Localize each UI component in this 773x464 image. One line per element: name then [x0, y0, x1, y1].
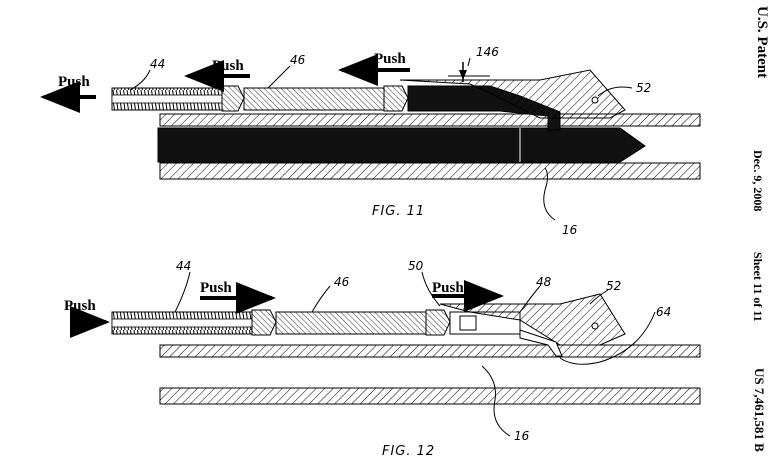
fig11-ref-16: 16 [562, 223, 578, 237]
header-sheet: Sheet 11 of 11 [751, 252, 765, 322]
fig11-caption: FIG. 11 [372, 204, 426, 219]
fig12-ref-50: 50 [408, 259, 424, 273]
fig11-drawing [40, 54, 701, 221]
fig11-ref-146: 146 [476, 45, 499, 59]
fig12-drawing [70, 271, 701, 437]
fig11-ref-44: 44 [150, 57, 165, 71]
header-patent-number: US 7,461,581 B [752, 368, 767, 452]
fig12-push-label-3: Push [432, 280, 464, 296]
header-publisher: U.S. Patent [754, 6, 770, 79]
fig11-ref-46: 46 [290, 53, 306, 67]
fig12-push-label-1: Push [64, 298, 96, 314]
fig11-push-label-2: Push [212, 58, 244, 74]
figure-drawings: Push Push Push 44 46 146 52 16 Push Push… [40, 45, 701, 443]
fig11-labels: Push Push Push 44 46 146 52 16 [58, 45, 651, 237]
fig11-push-label-1: Push [58, 74, 90, 90]
fig12-ref-16: 16 [514, 429, 530, 443]
fig12-caption: FIG. 12 [382, 444, 436, 459]
fig12-push-label-2: Push [200, 280, 232, 296]
header-date: Dec. 9, 2008 [751, 150, 765, 212]
fig11-push-label-3: Push [374, 51, 406, 67]
fig11-ref-52: 52 [636, 81, 651, 95]
fig12-ref-46: 46 [334, 275, 350, 289]
fig12-ref-48: 48 [536, 275, 552, 289]
fig12-ref-52: 52 [606, 279, 621, 293]
fig12-ref-44: 44 [176, 259, 191, 273]
fig12-labels: Push Push Push 44 46 50 48 52 64 16 [64, 259, 671, 443]
fig12-ref-64: 64 [656, 305, 671, 319]
